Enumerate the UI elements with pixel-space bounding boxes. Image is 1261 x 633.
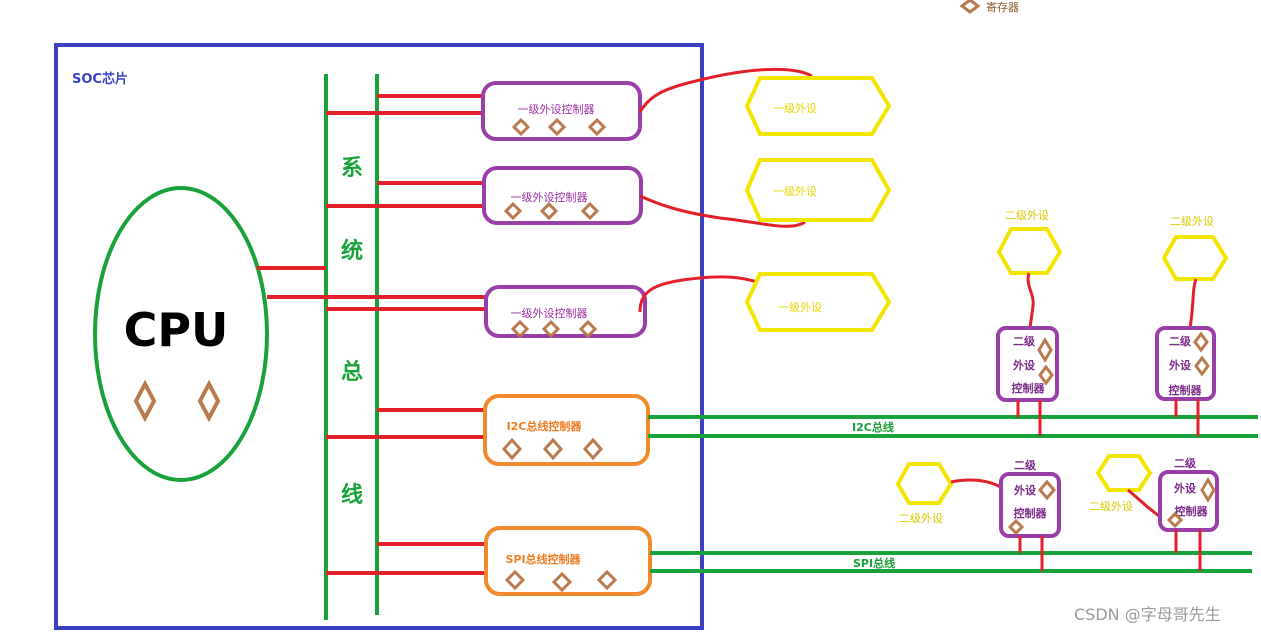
register-icon (501, 437, 523, 461)
register-icon (587, 117, 607, 137)
controller-label-line: 控制器 (1014, 506, 1048, 520)
legend: 寄存器 (959, 0, 1019, 14)
register-icon (511, 117, 531, 137)
register-icon (547, 117, 567, 137)
peripheral-label: 二级外设 (1005, 209, 1049, 222)
peripheral-label: 一级外设 (778, 301, 822, 314)
register-icon (1166, 511, 1184, 529)
spi-controller: SPI总线控制器 (484, 526, 652, 596)
register-icon (541, 319, 561, 339)
register-icon (582, 437, 604, 461)
level1-controller: 一级外设控制器 (482, 166, 643, 225)
peripheral-label: 二级外设 (1089, 500, 1133, 513)
register-icon (1038, 364, 1054, 386)
system-bus-char: 统 (341, 238, 363, 264)
register-icon (1038, 479, 1056, 501)
cpu-label: CPU (124, 303, 229, 357)
cpu-ellipse (93, 186, 269, 482)
system-bus-char: 总 (341, 359, 363, 385)
peripheral-label: 一级外设 (773, 185, 817, 198)
register-icon (1007, 518, 1025, 536)
register-icon (1194, 355, 1210, 377)
controller-label-line: 外设 (1013, 483, 1037, 497)
controller-label: 一级外设控制器 (511, 306, 588, 320)
register-icon (1193, 331, 1209, 353)
register-icon (1037, 337, 1053, 363)
spi-controller-label: SPI总线控制器 (505, 552, 581, 566)
i2c-bus (648, 415, 1258, 438)
spi-bus-label: SPI总线 (853, 556, 895, 570)
level2-controller-top-left: 二级 外设 控制器 (996, 326, 1059, 436)
system-bus-char: 线 (341, 482, 363, 508)
peripheral-label: 二级外设 (899, 512, 943, 525)
register-icon (133, 379, 157, 423)
level2-controller-bottom-left: 二级 外设 控制器 (999, 458, 1061, 571)
register-icon (542, 437, 564, 461)
controller-label: 一级外设控制器 (511, 190, 588, 204)
level1-peripheral: 一级外设 (744, 272, 892, 332)
controller-label-line: 二级 (1014, 458, 1037, 472)
controller-label-line: 外设 (1012, 358, 1036, 372)
controller-label-line: 控制器 (1012, 381, 1046, 395)
controller-label-line: 外设 (1168, 358, 1192, 372)
level1-controller: 一级外设控制器 (484, 285, 647, 339)
peripheral-label: 一级外设 (773, 102, 817, 115)
level1-controller: 一级外设控制器 (481, 81, 642, 141)
register-icon (197, 379, 221, 423)
register-icon (580, 201, 600, 221)
i2c-bus-label: I2C总线 (852, 420, 894, 434)
controller-label: 一级外设控制器 (518, 102, 595, 116)
level2-peripheral-bottom-right: 二级外设 (1089, 454, 1163, 520)
level2-controller-top-right: 二级 外设 控制器 (1155, 326, 1216, 436)
level1-peripheral-links (638, 67, 813, 313)
register-icon (596, 569, 618, 591)
register-icon (504, 569, 526, 591)
controller-label-line: 控制器 (1169, 383, 1203, 397)
soc-chip-label: SOC芯片 (72, 71, 128, 87)
controller-label-line: 二级 (1169, 334, 1192, 348)
controller-label-line: 控制器 (1175, 504, 1209, 518)
register-icon (503, 201, 523, 221)
register-legend-icon (959, 0, 981, 14)
register-icon (578, 319, 598, 339)
level1-peripheral: 一级外设 (744, 76, 892, 136)
i2c-controller: I2C总线控制器 (483, 394, 650, 466)
soc-chip-box (54, 43, 704, 630)
cpu-bus-links (257, 266, 377, 299)
controller-label-line: 二级 (1013, 334, 1036, 348)
register-icon (1200, 477, 1216, 503)
register-icon (539, 201, 559, 221)
system-bus-char: 系 (341, 156, 363, 181)
spi-bus (650, 551, 1252, 573)
level2-peripheral-top-left: 二级外设 (996, 209, 1063, 329)
bus-controller-links (326, 94, 485, 575)
level1-peripheral: 一级外设 (744, 158, 892, 222)
watermark: CSDN @字母哥先生 (1074, 605, 1221, 624)
controller-label-line: 外设 (1173, 481, 1197, 495)
peripheral-label: 二级外设 (1170, 215, 1214, 228)
register-icon (510, 319, 530, 339)
controller-label-line: 二级 (1174, 456, 1197, 470)
register-legend-label: 寄存器 (986, 0, 1019, 14)
cpu-registers (133, 379, 221, 423)
i2c-controller-label: I2C总线控制器 (507, 419, 583, 433)
level2-peripheral-bottom-left: 二级外设 (895, 462, 1003, 525)
level2-peripheral-top-right: 二级外设 (1161, 215, 1229, 329)
level2-controller-bottom-right: 二级 外设 控制器 (1158, 456, 1219, 571)
register-icon (551, 571, 573, 593)
